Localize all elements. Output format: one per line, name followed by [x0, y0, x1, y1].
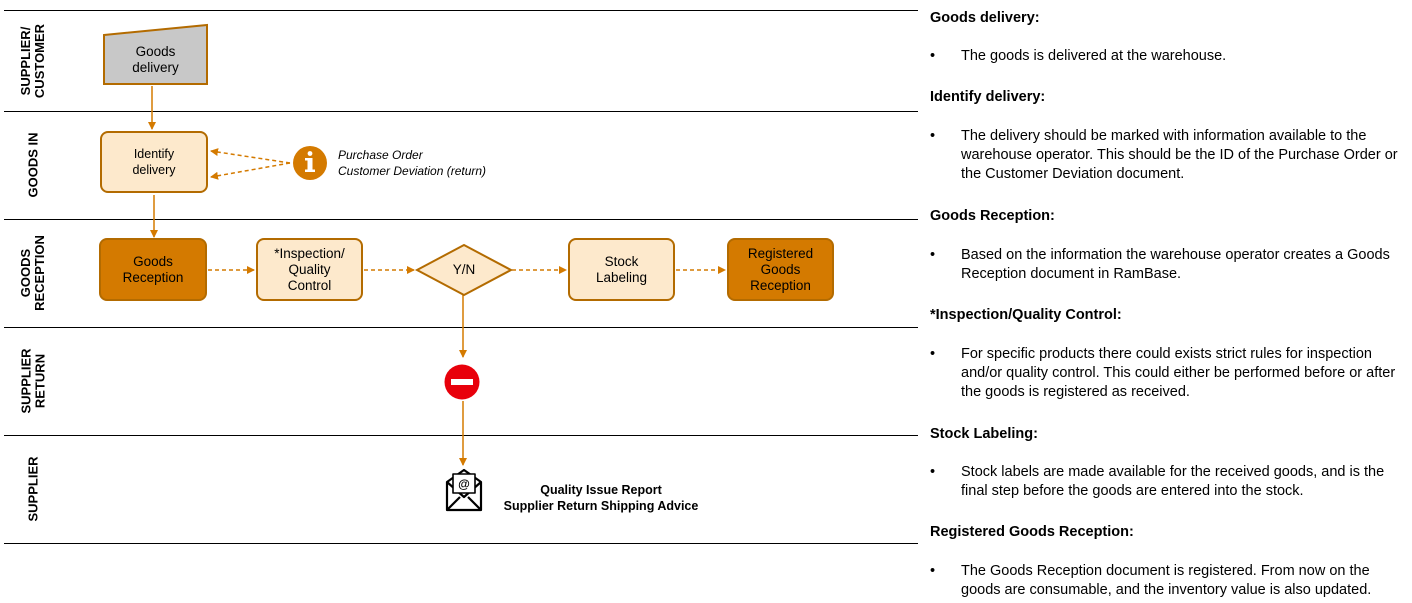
bullet-marker: • [930, 563, 936, 579]
identify-delivery-node[interactable]: Identify delivery [100, 131, 208, 193]
goods-delivery-node[interactable]: Goods delivery [132, 44, 179, 75]
description-panel: Goods delivery: • The goods is delivered… [930, 0, 1412, 603]
bullet-marker: • [930, 48, 936, 64]
bullet-marker: • [930, 128, 936, 144]
lane-divider [4, 327, 918, 328]
lane-divider [4, 219, 918, 220]
goods-reception-node[interactable]: Goods Reception [99, 238, 207, 301]
section-text-goods-delivery: The goods is delivered at the warehouse. [961, 48, 1227, 64]
info-note: Purchase Order Customer Deviation (retur… [338, 148, 487, 178]
inspection-quality-control-node[interactable]: *Inspection/ Quality Control [256, 238, 363, 301]
flow-connectors: @ [103, 23, 726, 512]
lane-divider [4, 543, 918, 544]
registered-goods-reception-node[interactable]: Registered Goods Reception [727, 238, 834, 301]
decision-diamond [414, 243, 514, 297]
section-title-stock-labeling: Stock Labeling: [930, 426, 1038, 442]
section-title-identify-delivery: Identify delivery: [930, 89, 1046, 105]
bullet-marker: • [930, 464, 936, 480]
bullet-marker: • [930, 346, 936, 362]
info-arrow-upper [210, 148, 291, 164]
decision-label[interactable]: Y/N [452, 262, 476, 277]
svg-text:@: @ [458, 477, 470, 491]
section-text-inspection: For specific products there could exists… [961, 346, 1396, 400]
info-icon [293, 146, 327, 180]
section-text-identify-delivery: The delivery should be marked with infor… [961, 128, 1398, 182]
output-documents-label: Quality Issue Report Supplier Return Shi… [503, 483, 699, 513]
section-title-inspection: *Inspection/Quality Control: [930, 307, 1122, 323]
section-title-registered: Registered Goods Reception: [930, 524, 1134, 540]
section-title-goods-reception: Goods Reception: [930, 208, 1055, 224]
bullet-marker: • [930, 247, 936, 263]
lane-divider [4, 10, 918, 11]
section-text-stock-labeling: Stock labels are made available for the … [961, 464, 1385, 499]
goods-delivery-shape [103, 23, 208, 85]
stop-icon [444, 364, 480, 400]
lane-divider [4, 111, 918, 112]
section-text-registered: The Goods Reception document is register… [961, 563, 1372, 598]
email-icon: @ [445, 468, 483, 512]
lane-divider [4, 435, 918, 436]
section-title-goods-delivery: Goods delivery: [930, 10, 1040, 26]
info-arrow-lower [210, 162, 291, 180]
stock-labeling-node[interactable]: Stock Labeling [568, 238, 675, 301]
section-text-goods-reception: Based on the information the warehouse o… [961, 247, 1390, 282]
